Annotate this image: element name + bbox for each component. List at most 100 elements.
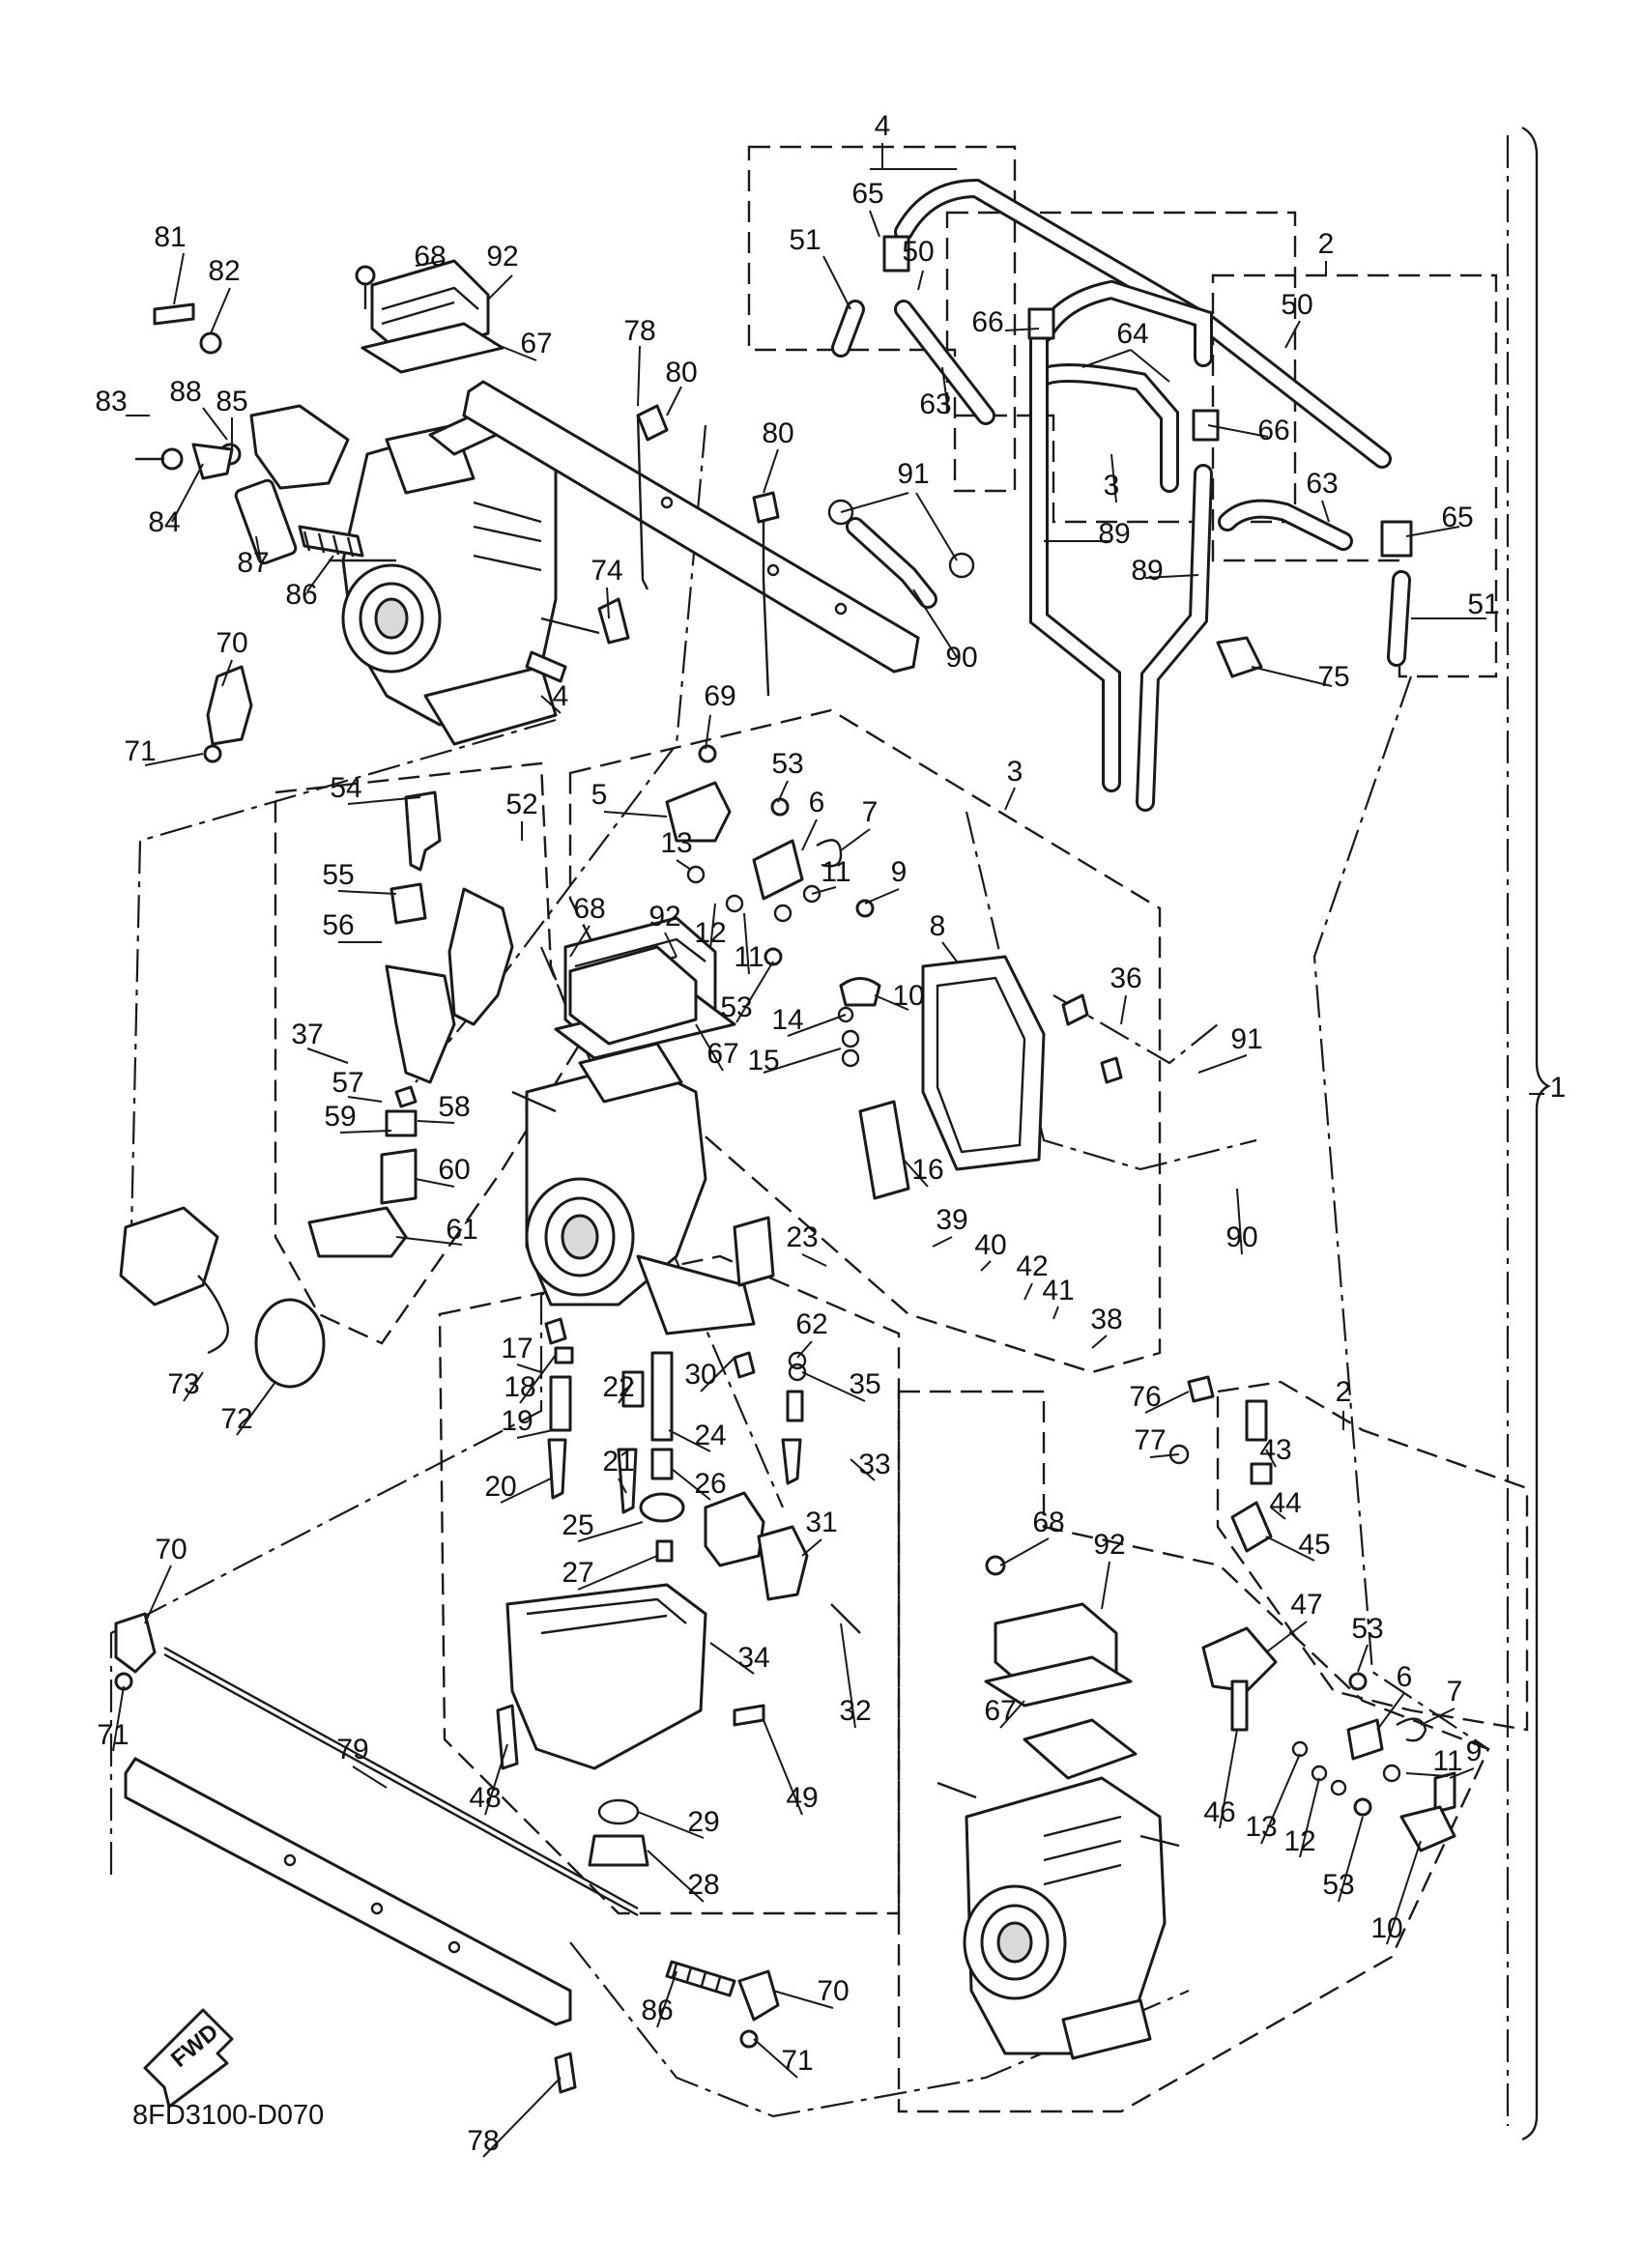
callout-c80b: 80 [762,417,793,449]
leader-line [618,1381,634,1404]
leader-line [569,925,591,958]
leader-line [772,1990,834,2009]
leader-line [482,2077,562,2158]
leader-line [1284,320,1301,349]
leader-line [337,890,397,895]
callout-c81: 81 [154,221,186,253]
callout-c19: 19 [501,1405,533,1437]
callout-c92a: 92 [486,241,518,273]
callout-c48: 48 [469,1782,501,1814]
leader-line [255,535,262,563]
callout-c56: 56 [322,909,354,941]
leader-line [183,1371,204,1402]
leader-line [1130,349,1170,383]
callout-c63a: 63 [919,388,951,420]
lower-bracket-left [114,1612,157,1691]
leader-line [540,695,562,714]
leader-line [1449,1767,1475,1779]
leader-line [1120,994,1127,1025]
leader-line [487,274,513,301]
callout-c10b: 10 [1370,1912,1402,1944]
leader-line [917,270,924,291]
leader-line [787,1014,847,1037]
leader-line [1219,1729,1238,1829]
callout-c28: 28 [687,1869,719,1901]
callout-c65b: 65 [1441,502,1473,533]
leader-line [941,941,958,962]
callout-c68b: 68 [573,893,605,925]
callout-c88: 88 [169,376,201,408]
callout-c53a: 53 [771,748,803,780]
callout-c75: 75 [1317,661,1349,693]
callout-c11b: 11 [734,941,764,973]
callout-c51a: 51 [789,224,821,256]
leader-line [415,1178,455,1188]
leader-line [777,780,789,803]
callout-leaders [112,143,1544,2158]
leader-line [492,342,537,361]
leader-line [210,287,231,334]
leader-line [1265,1536,1315,1562]
callout-c53b: 53 [720,991,752,1023]
callout-c13b: 13 [1245,1811,1277,1843]
leader-line [1052,1306,1059,1320]
callout-c23: 23 [786,1221,818,1253]
callout-c6a: 6 [809,787,825,818]
callout-c47: 47 [1290,1589,1322,1621]
leader-line [519,1354,557,1404]
leader-line [801,1371,866,1402]
leader-line [236,1381,276,1436]
leader-line [666,386,682,416]
callout-c8: 8 [930,910,946,942]
upper-throttle-rail [462,380,920,674]
callout-c40: 40 [974,1229,1006,1261]
leader-line [671,1468,711,1501]
leader-line [840,828,871,851]
leader-line [676,859,692,871]
callout-c17: 17 [501,1333,533,1364]
callout-c51b: 51 [1467,589,1499,620]
leader-line [1321,500,1330,523]
leader-line [516,1364,542,1373]
callout-c91b: 91 [1230,1023,1262,1055]
callout-c25: 25 [562,1509,593,1541]
callout-c35: 35 [849,1368,880,1400]
leader-line [1023,1282,1033,1301]
leader-line [171,463,204,523]
callout-c24: 24 [694,1420,726,1451]
leader-line [603,811,668,818]
callout-c22: 22 [602,1371,634,1403]
callout-c54: 54 [330,772,361,804]
leader-line [915,492,958,561]
leader-line [743,912,750,975]
callout-c38: 38 [1090,1304,1122,1335]
callout-c2-top: 2 [1318,228,1335,260]
leader-line [932,1236,953,1248]
leader-line [352,1766,388,1789]
leader-line [221,659,233,687]
callout-c55: 55 [322,859,354,891]
callout-c59: 59 [324,1101,356,1133]
callout-c12b: 12 [1283,1825,1315,1857]
leader-line [735,961,774,1023]
callout-c1: 1 [1550,1072,1567,1104]
callout-c16: 16 [911,1154,943,1186]
lower-carburetor [937,1718,1180,2060]
callout-c80a: 80 [665,357,697,388]
callout-c61: 61 [446,1214,477,1246]
leader-line [668,1429,711,1452]
leader-line [912,589,958,658]
leader-line [1004,787,1016,811]
leader-line [1207,424,1269,438]
leader-line [763,1719,803,1816]
callout-c57: 57 [331,1067,363,1099]
callout-c67c: 67 [984,1695,1016,1727]
callout-c89b: 89 [1131,555,1163,587]
leader-line [656,1970,677,2028]
leader-line [306,555,334,592]
callout-c69: 69 [704,680,735,712]
callout-c26: 26 [694,1468,726,1500]
upper-top-cover [355,259,504,374]
leader-line [709,1642,755,1675]
